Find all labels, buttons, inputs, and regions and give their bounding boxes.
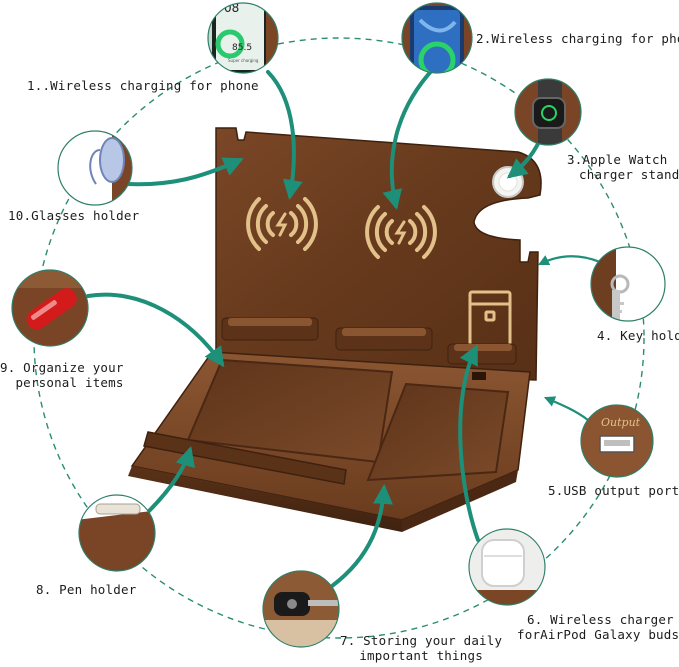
phone-battery: 85.5: [232, 43, 252, 53]
tray-front-edge: [128, 466, 402, 532]
label-watch-stand: 3.Apple Watch charger stand: [567, 152, 679, 182]
wooden-docking-station: [128, 127, 542, 532]
callout-glasses: [57, 130, 133, 206]
callout-arrows: [86, 66, 602, 588]
wireless-charging-icon: [246, 197, 318, 251]
label-text: 7. Storing your daily: [340, 633, 503, 648]
pen-icon: [95, 503, 141, 515]
glasses-icon: [89, 137, 125, 185]
callout-phone-charging-1: 08 85.5 Super charging: [207, 2, 279, 74]
label-text: 10.Glasses holder: [8, 208, 140, 223]
smartwatch-icon: [532, 97, 566, 129]
label-key-holder: 4. Key holder: [597, 328, 679, 343]
label-text: 2.Wireless charging for phone: [476, 31, 679, 46]
label-glasses-holder: 10.Glasses holder: [8, 208, 139, 223]
label-text: 4. Key holder: [597, 328, 679, 343]
label-wireless-charging-2: 2.Wireless charging for phone: [476, 31, 679, 46]
label-daily-things: 7. Storing your daily important things: [340, 633, 502, 663]
callout-pen: [78, 494, 156, 572]
label-text: charger stand: [579, 167, 679, 182]
earbuds-case-icon: [481, 539, 525, 587]
label-text: important things: [359, 648, 483, 663]
phone-ledges: [221, 317, 517, 365]
label-text: 5.USB output port: [548, 483, 679, 498]
callout-watch: [514, 78, 582, 146]
label-pen-holder: 8. Pen holder: [36, 582, 136, 597]
lipstick-icon: [26, 288, 77, 330]
label-text: forAirPod Galaxy buds: [517, 627, 679, 642]
label-wireless-charging-1: 1..Wireless charging for phone: [27, 78, 259, 93]
label-text: 9. Organize your: [0, 360, 124, 375]
label-earbuds-charger: 6. Wireless charger forAirPod Galaxy bud…: [517, 612, 679, 642]
label-text: 8. Pen holder: [36, 582, 137, 597]
label-usb-output: 5.USB output port: [548, 483, 679, 498]
callout-usb-port: Output: [580, 404, 654, 478]
label-text: 1..Wireless charging for phone: [27, 78, 259, 93]
right-pocket: [366, 382, 510, 482]
callout-car-key: [262, 570, 340, 648]
callout-key-holder: [590, 246, 666, 322]
label-text: 6. Wireless charger: [527, 612, 674, 627]
phone-status: Super charging: [228, 58, 259, 63]
label-text: 3.Apple Watch: [567, 152, 668, 167]
callout-personal-items: [11, 269, 89, 347]
label-text: personal items: [15, 375, 124, 390]
callout-phone-charging-2: [401, 2, 473, 74]
wireless-charging-icon: [365, 205, 437, 259]
pen-groove: [143, 431, 347, 485]
label-personal-items: 9. Organize your personal items: [0, 360, 124, 390]
usb-output-label: Output: [601, 416, 641, 429]
car-key-icon: [274, 592, 338, 616]
usb-slot: [472, 372, 486, 380]
key-icon: [610, 274, 630, 320]
